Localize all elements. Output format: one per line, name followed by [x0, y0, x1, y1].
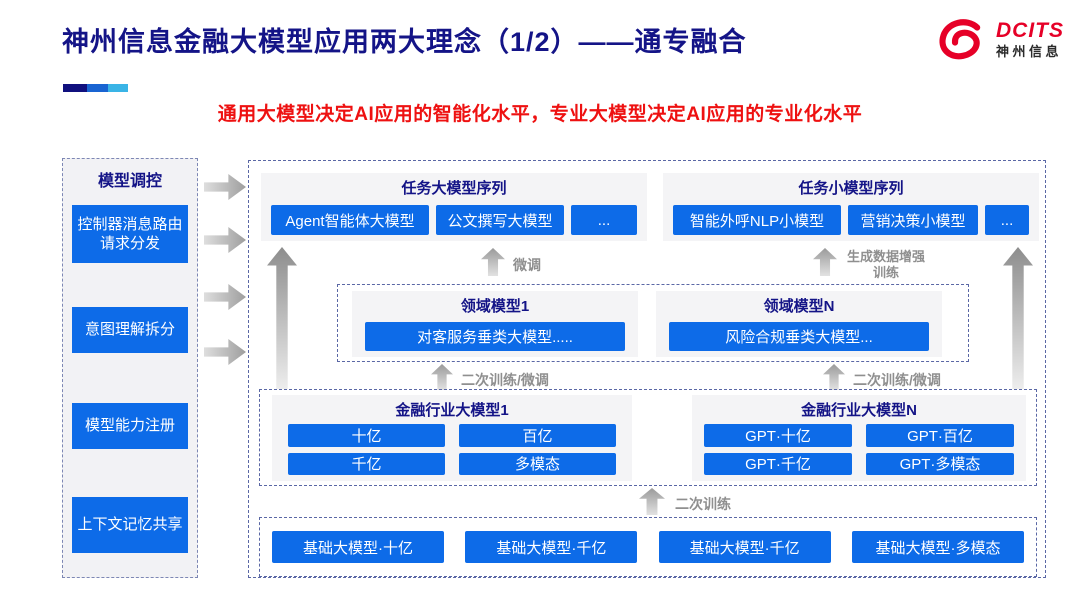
retrain-finetune-label-right: 二次训练/微调 — [853, 372, 941, 388]
dcits-swirl-icon — [939, 19, 981, 60]
retrain-finetune-label-left: 二次训练/微调 — [461, 372, 549, 388]
model-box-1b: 十亿 — [288, 424, 445, 447]
model-architecture-box: 任务大模型序列 Agent智能体大模型 公文撰写大模型 ... 任务小模型序列 … — [248, 160, 1046, 578]
model-box-marketing: 营销决策小模型 — [848, 205, 978, 235]
right-arrow-icon — [204, 174, 246, 200]
up-arrow-icon — [639, 488, 665, 515]
up-arrow-icon — [431, 364, 453, 390]
domain-model-n-group: 领域模型N 风险合规垂类大模型... — [656, 291, 942, 357]
industry-model-1-group: 金融行业大模型1 十亿 百亿 千亿 多模态 — [272, 395, 632, 481]
subtitle: 通用大模型决定AI应用的智能化水平，专业大模型决定AI应用的专业化水平 — [217, 104, 863, 125]
model-box-gpt-multimodal: GPT·多模态 — [866, 452, 1014, 475]
accent-bar-segment — [87, 84, 108, 92]
tall-up-arrow-icon — [267, 247, 297, 389]
domain-models-box: 领域模型1 对客服务垂类大模型..... 领域模型N 风险合规垂类大模型... — [337, 284, 969, 362]
accent-bar-segment — [63, 84, 87, 92]
domain-model-1-title: 领域模型1 — [460, 298, 530, 315]
model-box-more: ... — [985, 205, 1029, 235]
domain-model-n-title: 领域模型N — [763, 298, 835, 315]
task-large-row: Agent智能体大模型 公文撰写大模型 ... — [271, 205, 637, 235]
sidebar-item-registry: 模型能力注册 — [72, 403, 188, 449]
up-arrow-icon — [481, 248, 505, 276]
task-large-title: 任务大模型序列 — [401, 180, 507, 197]
model-box-risk-compliance: 风险合规垂类大模型... — [669, 322, 929, 351]
model-box-10b: 百亿 — [459, 424, 616, 447]
logo-brand: DCITS — [996, 18, 1064, 42]
industry-model-n-group: 金融行业大模型N GPT·十亿 GPT·百亿 GPT·千亿 GPT·多模态 — [692, 395, 1026, 481]
model-box-100b: 千亿 — [288, 452, 445, 475]
industry-model-n-title: 金融行业大模型N — [801, 402, 917, 419]
gen-data-label: 生成数据增强训练 — [846, 249, 925, 281]
model-box-agent: Agent智能体大模型 — [271, 205, 429, 235]
model-box-more: ... — [571, 205, 637, 235]
model-box-nlp-callout: 智能外呼NLP小模型 — [673, 205, 841, 235]
title-accent-bar — [63, 84, 128, 92]
accent-bar-segment — [108, 84, 128, 92]
model-box-customer-service: 对客服务垂类大模型..... — [365, 322, 625, 351]
task-large-model-group: 任务大模型序列 Agent智能体大模型 公文撰写大模型 ... — [261, 173, 647, 241]
model-control-panel: 模型调控 控制器消息路由请求分发 意图理解拆分 模型能力注册 上下文记忆共享 — [62, 158, 198, 578]
right-arrow-icon — [204, 284, 246, 310]
sidebar-item-router: 控制器消息路由请求分发 — [72, 205, 188, 263]
task-small-title: 任务小模型序列 — [798, 180, 904, 197]
base-models-box: 基础大模型·十亿 基础大模型·千亿 基础大模型·千亿 基础大模型·多模态 — [259, 517, 1037, 577]
industry-model-n-grid: GPT·十亿 GPT·百亿 GPT·千亿 GPT·多模态 — [704, 424, 1014, 475]
industry-models-box: 金融行业大模型1 十亿 百亿 千亿 多模态 金融行业大模型N GPT·十亿 GP… — [259, 389, 1037, 486]
sidebar-item-intent: 意图理解拆分 — [72, 307, 188, 353]
logo-text: DCITS 神州信息 — [996, 18, 1064, 59]
dcits-logo: DCITS 神州信息 — [936, 16, 1064, 62]
right-arrow-icon — [204, 339, 246, 365]
model-box-base-100b-b: 基础大模型·千亿 — [658, 531, 831, 563]
sidebar-item-context: 上下文记忆共享 — [72, 497, 188, 553]
model-box-base-1b: 基础大模型·十亿 — [272, 531, 444, 563]
model-box-base-multimodal: 基础大模型·多模态 — [851, 531, 1024, 563]
industry-model-1-grid: 十亿 百亿 千亿 多模态 — [288, 424, 616, 475]
model-control-title: 模型调控 — [97, 173, 162, 190]
up-arrow-icon — [823, 364, 845, 390]
task-small-row: 智能外呼NLP小模型 营销决策小模型 ... — [673, 205, 1029, 235]
page-title: 神州信息金融大模型应用两大理念（1/2）——通专融合 — [62, 27, 747, 57]
model-box-gpt-1b: GPT·十亿 — [704, 424, 852, 447]
model-box-gpt-10b: GPT·百亿 — [866, 424, 1014, 447]
tall-up-arrow-icon — [1003, 247, 1033, 389]
model-box-gpt-100b: GPT·千亿 — [704, 452, 852, 475]
model-box-multimodal: 多模态 — [459, 452, 616, 475]
logo-brand-cn: 神州信息 — [996, 43, 1063, 59]
task-small-model-group: 任务小模型序列 智能外呼NLP小模型 营销决策小模型 ... — [663, 173, 1039, 241]
model-box-docwriting: 公文撰写大模型 — [436, 205, 564, 235]
industry-model-1-title: 金融行业大模型1 — [395, 402, 509, 419]
up-arrow-icon — [813, 248, 837, 276]
model-box-base-100b-a: 基础大模型·千亿 — [465, 531, 638, 563]
retrain-label: 二次训练 — [675, 496, 731, 512]
base-models-row: 基础大模型·十亿 基础大模型·千亿 基础大模型·千亿 基础大模型·多模态 — [272, 531, 1024, 563]
domain-model-1-group: 领域模型1 对客服务垂类大模型..... — [352, 291, 638, 357]
right-arrow-icon — [204, 227, 246, 253]
finetune-label: 微调 — [513, 257, 541, 273]
